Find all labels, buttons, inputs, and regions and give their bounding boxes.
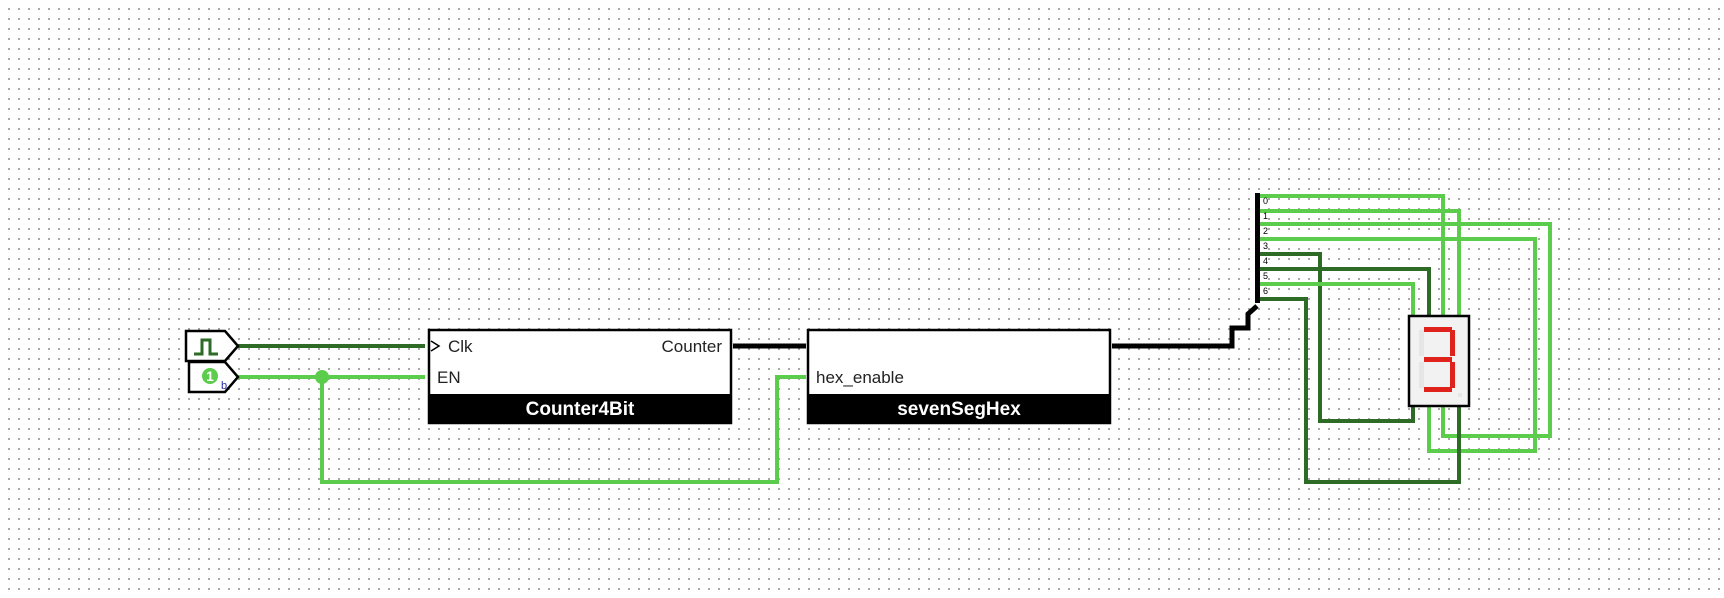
counter-pin-out: Counter (662, 337, 723, 356)
wire-junction-dot (315, 370, 329, 384)
seven-segment-display[interactable] (1407, 314, 1471, 408)
counter-pin-clk: Clk (448, 337, 473, 356)
splitter-bit-label: 0 (1263, 196, 1268, 206)
wire-bit-2[interactable] (1258, 222, 1552, 438)
segment-e (1419, 362, 1424, 388)
segment-c (1450, 362, 1455, 388)
pin-value: 1 (206, 368, 214, 384)
wire-bit-5[interactable] (1258, 267, 1431, 316)
counter4bit-title: Counter4Bit (526, 399, 635, 420)
wire-bit-7[interactable] (1258, 297, 1461, 484)
sevensegHex-title-bar (808, 394, 1110, 423)
segment-g (1424, 357, 1452, 362)
wire-bit-3[interactable] (1258, 237, 1537, 453)
splitter-bit-label: 4 (1263, 256, 1268, 266)
segment-d (1424, 387, 1452, 392)
wire-bit-4[interactable] (1258, 252, 1415, 423)
bus-splitter[interactable]: 0 1 2 3 4 5 6 (1255, 193, 1268, 303)
decoder-pin-hex-enable: hex_enable (816, 368, 904, 387)
seven-segment-digit (1424, 327, 1455, 392)
counter4bit-block[interactable]: Clk EN Counter Counter4Bit (427, 328, 733, 425)
splitter-bit-label: 3 (1263, 241, 1268, 251)
segment-b (1450, 330, 1455, 356)
sevensegHex-title: sevenSegHex (897, 399, 1021, 420)
pin-radix: b (221, 380, 227, 392)
segment-a (1424, 327, 1452, 332)
clock-input-triangle (430, 340, 441, 352)
counter4bit-title-bar (429, 394, 731, 423)
counter-pin-en: EN (437, 368, 461, 387)
clock-input[interactable] (184, 329, 240, 363)
pin-state-indicator (202, 368, 218, 384)
splitter-bit-label: 1 (1263, 211, 1268, 221)
enable-input-pin[interactable]: 1 b (187, 360, 240, 394)
segment-f (1419, 330, 1424, 356)
sevensegHex-block[interactable]: hex_enable sevenSegHex (806, 328, 1112, 425)
wire-bit-6[interactable] (1258, 282, 1415, 316)
splitter-bit-label: 6 (1263, 286, 1268, 296)
clock-icon (194, 338, 218, 356)
splitter-bit-label: 5 (1263, 271, 1268, 281)
segment-dp (1458, 393, 1462, 397)
wire-enable-to-hex-enable[interactable] (320, 375, 806, 484)
bus-decoder-to-splitter[interactable] (1112, 304, 1259, 349)
splitter-bit-label: 2 (1263, 226, 1268, 236)
